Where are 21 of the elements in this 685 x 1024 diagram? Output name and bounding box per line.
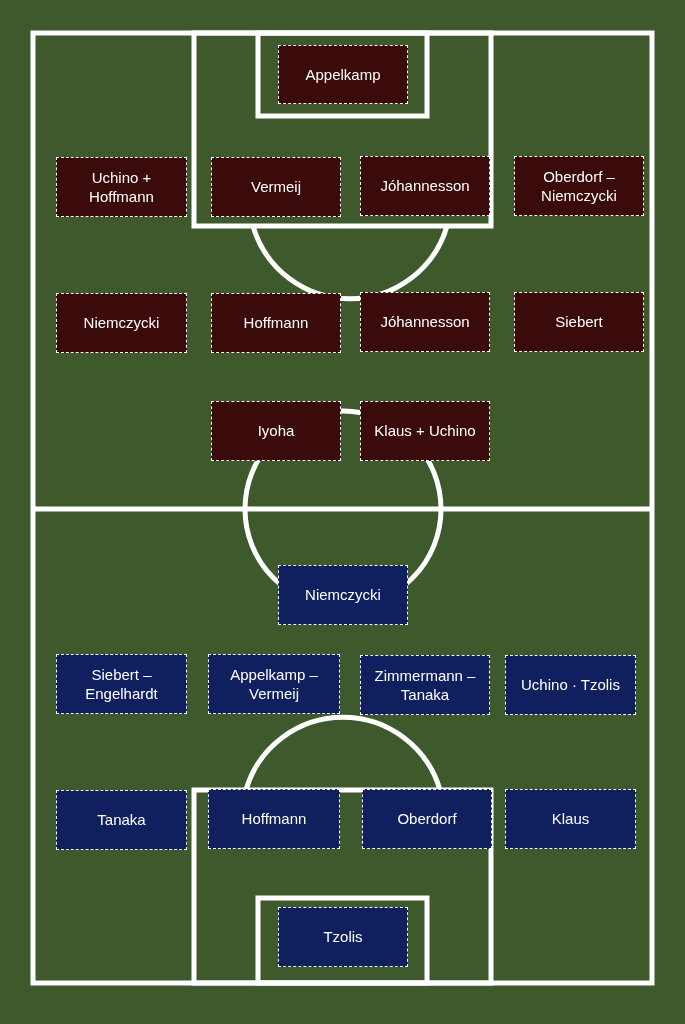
player-box: Uchino · Tzolis: [505, 655, 636, 715]
player-box: Klaus: [505, 789, 636, 849]
player-box: Siebert: [514, 292, 644, 352]
player-box: Uchino + Hoffmann: [56, 157, 187, 217]
player-box: Hoffmann: [211, 293, 341, 353]
player-box: Hoffmann: [208, 789, 340, 849]
player-box: Iyoha: [211, 401, 341, 461]
player-box: Appelkamp – Vermeij: [208, 654, 340, 714]
player-box: Niemczycki: [278, 565, 408, 625]
player-box: Tanaka: [56, 790, 187, 850]
player-box: Niemczycki: [56, 293, 187, 353]
player-box: Klaus + Uchino: [360, 401, 490, 461]
player-box: Oberdorf – Niemczycki: [514, 156, 644, 216]
player-box: Appelkamp: [278, 45, 408, 104]
player-box: Zimmermann – Tanaka: [360, 655, 490, 715]
player-box: Oberdorf: [362, 789, 492, 849]
player-box: Vermeij: [211, 157, 341, 217]
player-box: Jóhannesson: [360, 292, 490, 352]
player-box: Jóhannesson: [360, 156, 490, 216]
player-box: Tzolis: [278, 907, 408, 967]
player-box: Siebert – Engelhardt: [56, 654, 187, 714]
